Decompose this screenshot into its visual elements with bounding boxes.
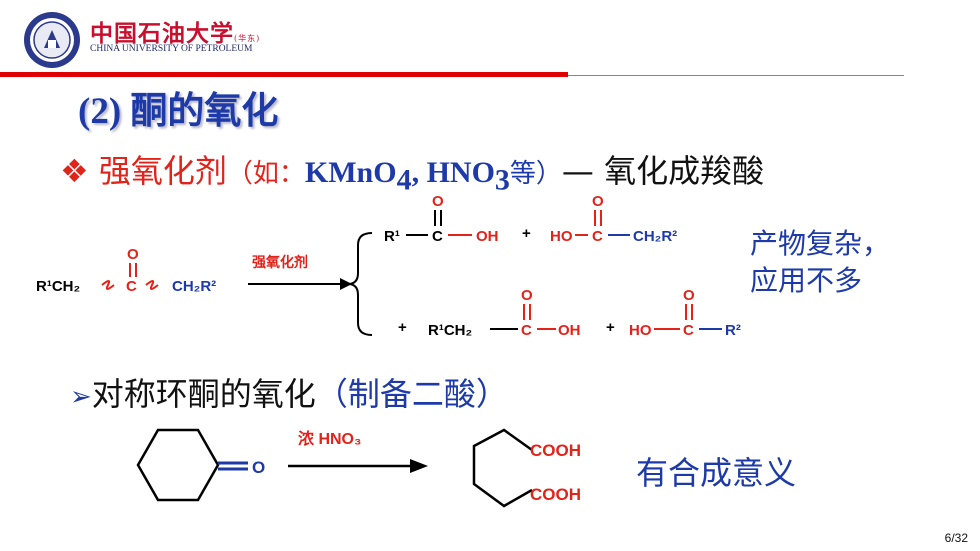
product2-r: CH₂R² — [633, 228, 677, 245]
product4-c: C — [683, 322, 694, 339]
logo-english-name: CHINA UNIVERSITY OF PETROLEUM — [90, 44, 253, 54]
page-number: 6/32 — [944, 531, 968, 545]
cooh-top: COOH — [530, 441, 581, 460]
plus-3: + — [606, 319, 615, 336]
cleavage-mark-left — [101, 280, 115, 290]
plus-2: + — [398, 319, 407, 336]
plus-1: + — [522, 225, 531, 242]
product1-r: R¹ — [384, 228, 400, 245]
product3-o: O — [521, 287, 533, 304]
arrow-bullet-icon: ➢ — [70, 382, 92, 412]
logo-chinese-name: 中国石油大学(华东) — [90, 20, 261, 47]
sub-bullet-cyclic-ketone: ➢对称环酮的氧化（制备二酸） — [70, 375, 508, 413]
reactant-right-group: CH₂R² — [172, 278, 216, 295]
product1-o: O — [432, 193, 444, 210]
diamond-bullet-icon: ❖ — [60, 152, 89, 190]
product2-ho: HO — [550, 228, 573, 245]
product4-ho: HO — [629, 322, 652, 339]
cooh-bottom: COOH — [530, 485, 581, 504]
reactant-carbonyl-o: O — [127, 246, 139, 263]
product3-oh: OH — [558, 322, 581, 339]
header-rule-thin — [568, 75, 904, 76]
product3-c: C — [521, 322, 532, 339]
product1-oh: OH — [476, 228, 499, 245]
product4-r: R² — [725, 322, 741, 339]
product1-c: C — [432, 228, 443, 245]
ketone-oxidation-scheme: R¹CH₂ C O CH₂R² 强氧化剂 R¹ C O OH + HO C O … — [36, 193, 741, 339]
bullet-strong-oxidant: ❖ 强氧化剂（如：KMnO4, HNO3等）— 氧化成羧酸 — [60, 152, 765, 197]
product4-o: O — [683, 287, 695, 304]
cyclohexane-ring — [136, 428, 220, 502]
reagent2-label: 浓 HNO₃ — [298, 430, 361, 448]
reagent-label: 强氧化剂 — [252, 254, 308, 270]
reactant-carbonyl-c: C — [126, 278, 137, 295]
product2-c: C — [592, 228, 603, 245]
ketone-oxygen: O — [252, 458, 265, 477]
university-seal-icon — [22, 10, 82, 70]
slide-title: (2) 酮的氧化 — [78, 91, 279, 132]
product2-o: O — [592, 193, 604, 210]
reactant-left-group: R¹CH₂ — [36, 278, 80, 295]
synthetic-significance: 有合成意义 — [636, 454, 797, 492]
cleavage-mark-right — [145, 280, 159, 290]
product3-r: R¹CH₂ — [428, 322, 472, 339]
adipic-acid-chain — [472, 428, 533, 508]
cyclohexanone-oxidation-scheme: O 浓 HNO₃ COOH COOH — [136, 428, 581, 508]
product-brace — [347, 232, 373, 336]
header-rule-red — [0, 72, 568, 77]
side-note: 产物复杂， 应用不多 — [750, 227, 891, 297]
